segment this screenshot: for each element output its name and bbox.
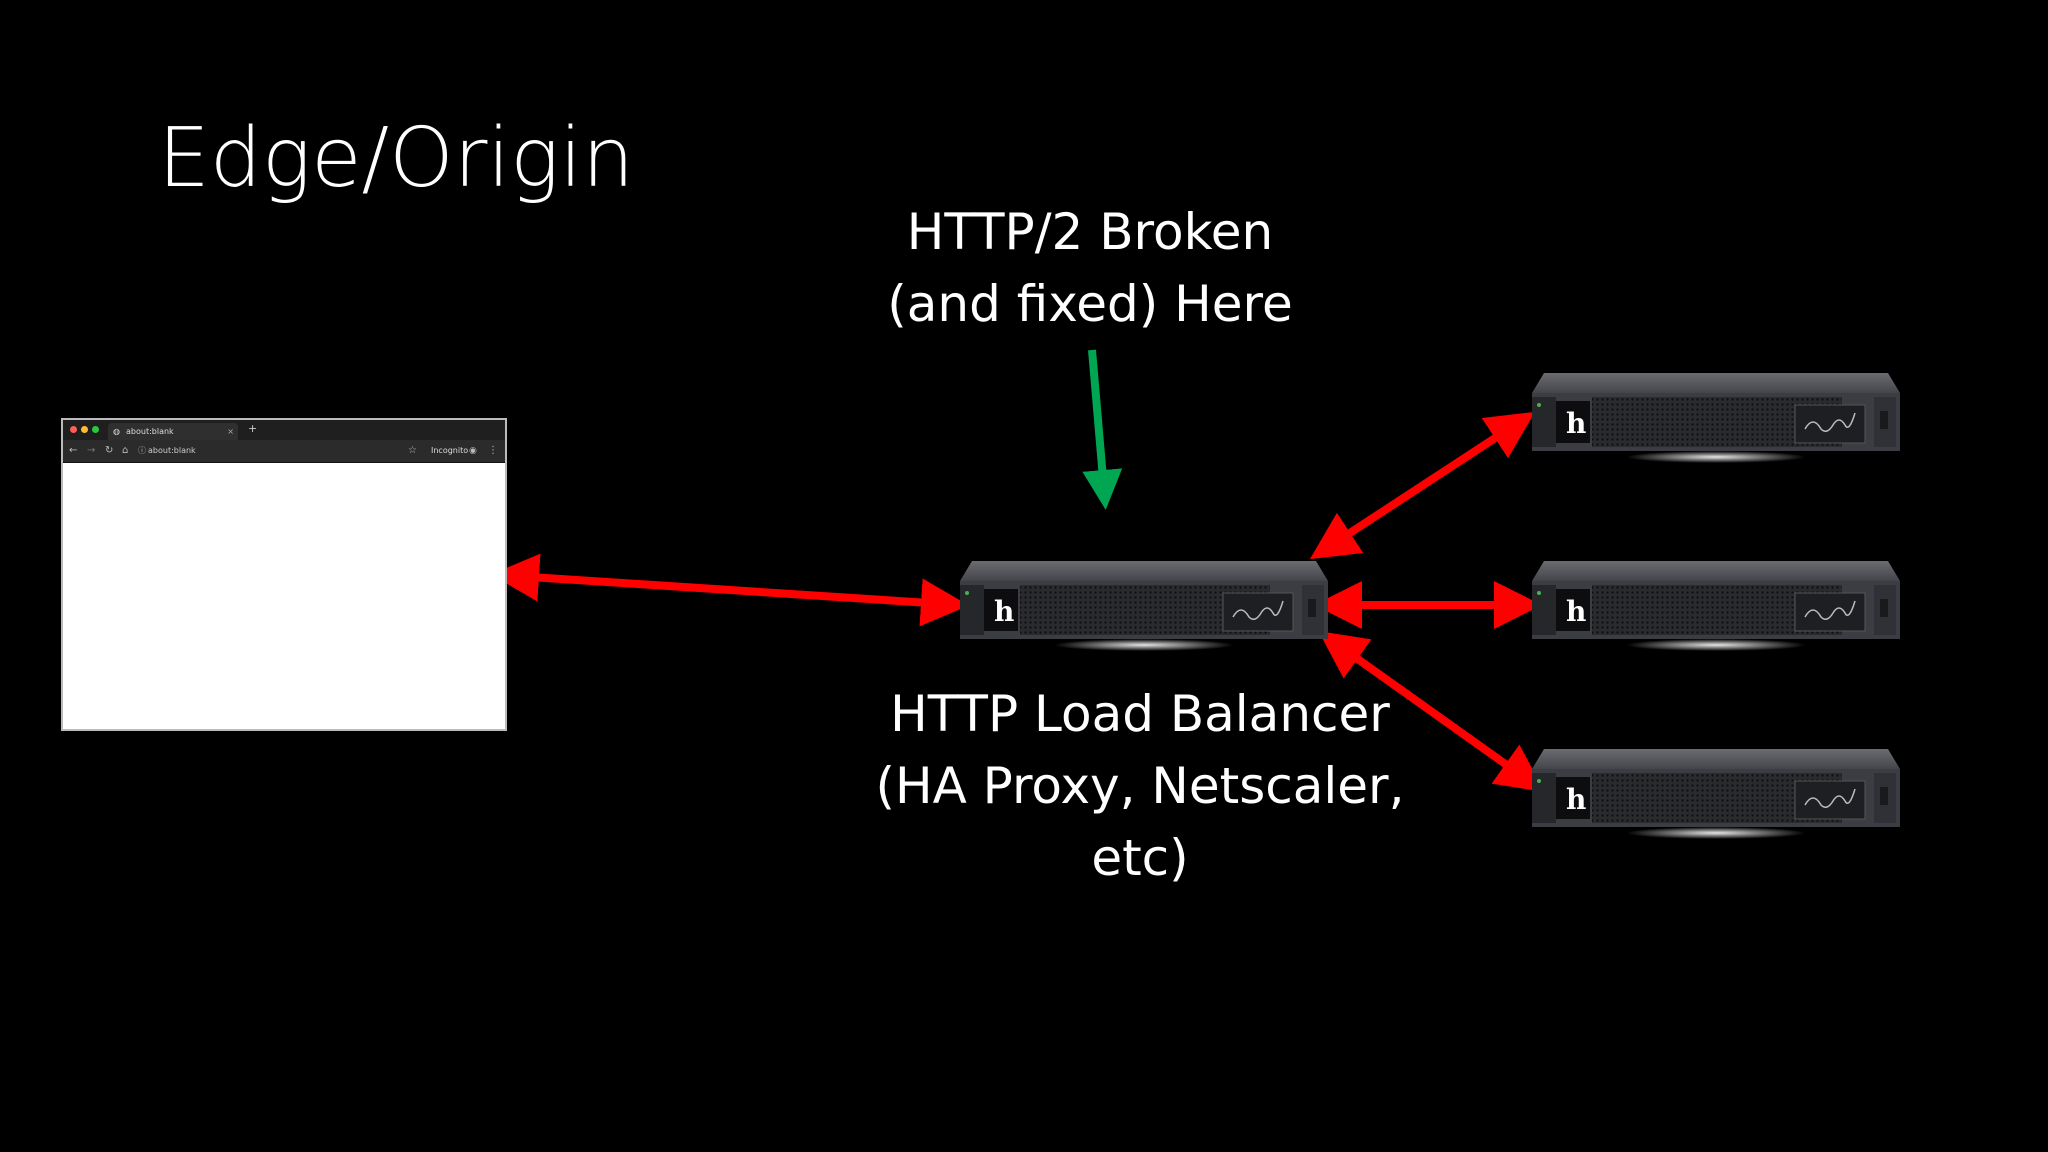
backend-server-3: h <box>1530 733 1902 843</box>
star-icon[interactable]: ☆ <box>408 445 417 456</box>
load-balancer-caption: HTTP Load Balancer (HA Proxy, Netscaler,… <box>860 678 1420 894</box>
menu-icon[interactable]: ⋮ <box>488 445 498 456</box>
tab-globe-icon: ◍ <box>113 427 120 436</box>
callout-line-2: (and fixed) Here <box>887 275 1293 333</box>
browser-tab-bar: ◍ about:blank × + <box>63 420 505 440</box>
new-tab-button[interactable]: + <box>248 422 258 435</box>
lb-to-server-top-arrow <box>1309 411 1536 560</box>
http2-callout: HTTP/2 Broken (and fixed) Here <box>860 196 1320 340</box>
load-balancer-server: h <box>958 545 1330 655</box>
close-window-icon[interactable] <box>70 426 77 433</box>
address-bar[interactable]: about:blank <box>148 446 196 455</box>
incognito-label: Incognito <box>431 446 469 455</box>
browser-tab[interactable]: ◍ about:blank × <box>108 423 238 440</box>
home-icon[interactable]: ⌂ <box>122 445 129 456</box>
browser-window: ◍ about:blank × + ← → ↻ ⌂ ⓘ about:blank … <box>61 418 507 731</box>
tab-title: about:blank <box>126 427 174 436</box>
info-icon: ⓘ <box>138 446 146 455</box>
minimize-window-icon[interactable] <box>81 426 88 433</box>
svg-text:h: h <box>1566 783 1586 816</box>
callout-line-1: HTTP/2 Broken <box>906 203 1274 261</box>
svg-text:h: h <box>994 595 1014 628</box>
browser-page <box>63 463 505 729</box>
browser-toolbar: ← → ↻ ⌂ ⓘ about:blank ☆ Incognito ◉ ⋮ <box>63 440 505 463</box>
svg-text:h: h <box>1566 407 1586 440</box>
slide-title: Edge/Origin <box>158 111 635 206</box>
lb-caption-line-2: (HA Proxy, Netscaler, etc) <box>875 757 1405 887</box>
forward-icon[interactable]: → <box>87 445 96 456</box>
lb-to-server-bottom-arrow <box>1318 631 1545 792</box>
backend-server-1: h <box>1530 357 1902 467</box>
svg-text:h: h <box>1566 595 1586 628</box>
tab-close-icon[interactable]: × <box>227 427 234 436</box>
maximize-window-icon[interactable] <box>92 426 99 433</box>
callout-arrow <box>1082 349 1123 510</box>
browser-to-lb-arrow <box>491 553 969 627</box>
backend-server-2: h <box>1530 545 1902 655</box>
incognito-icon[interactable]: ◉ <box>469 446 477 456</box>
reload-icon[interactable]: ↻ <box>105 445 114 456</box>
back-icon[interactable]: ← <box>69 445 78 456</box>
lb-caption-line-1: HTTP Load Balancer <box>890 685 1390 743</box>
